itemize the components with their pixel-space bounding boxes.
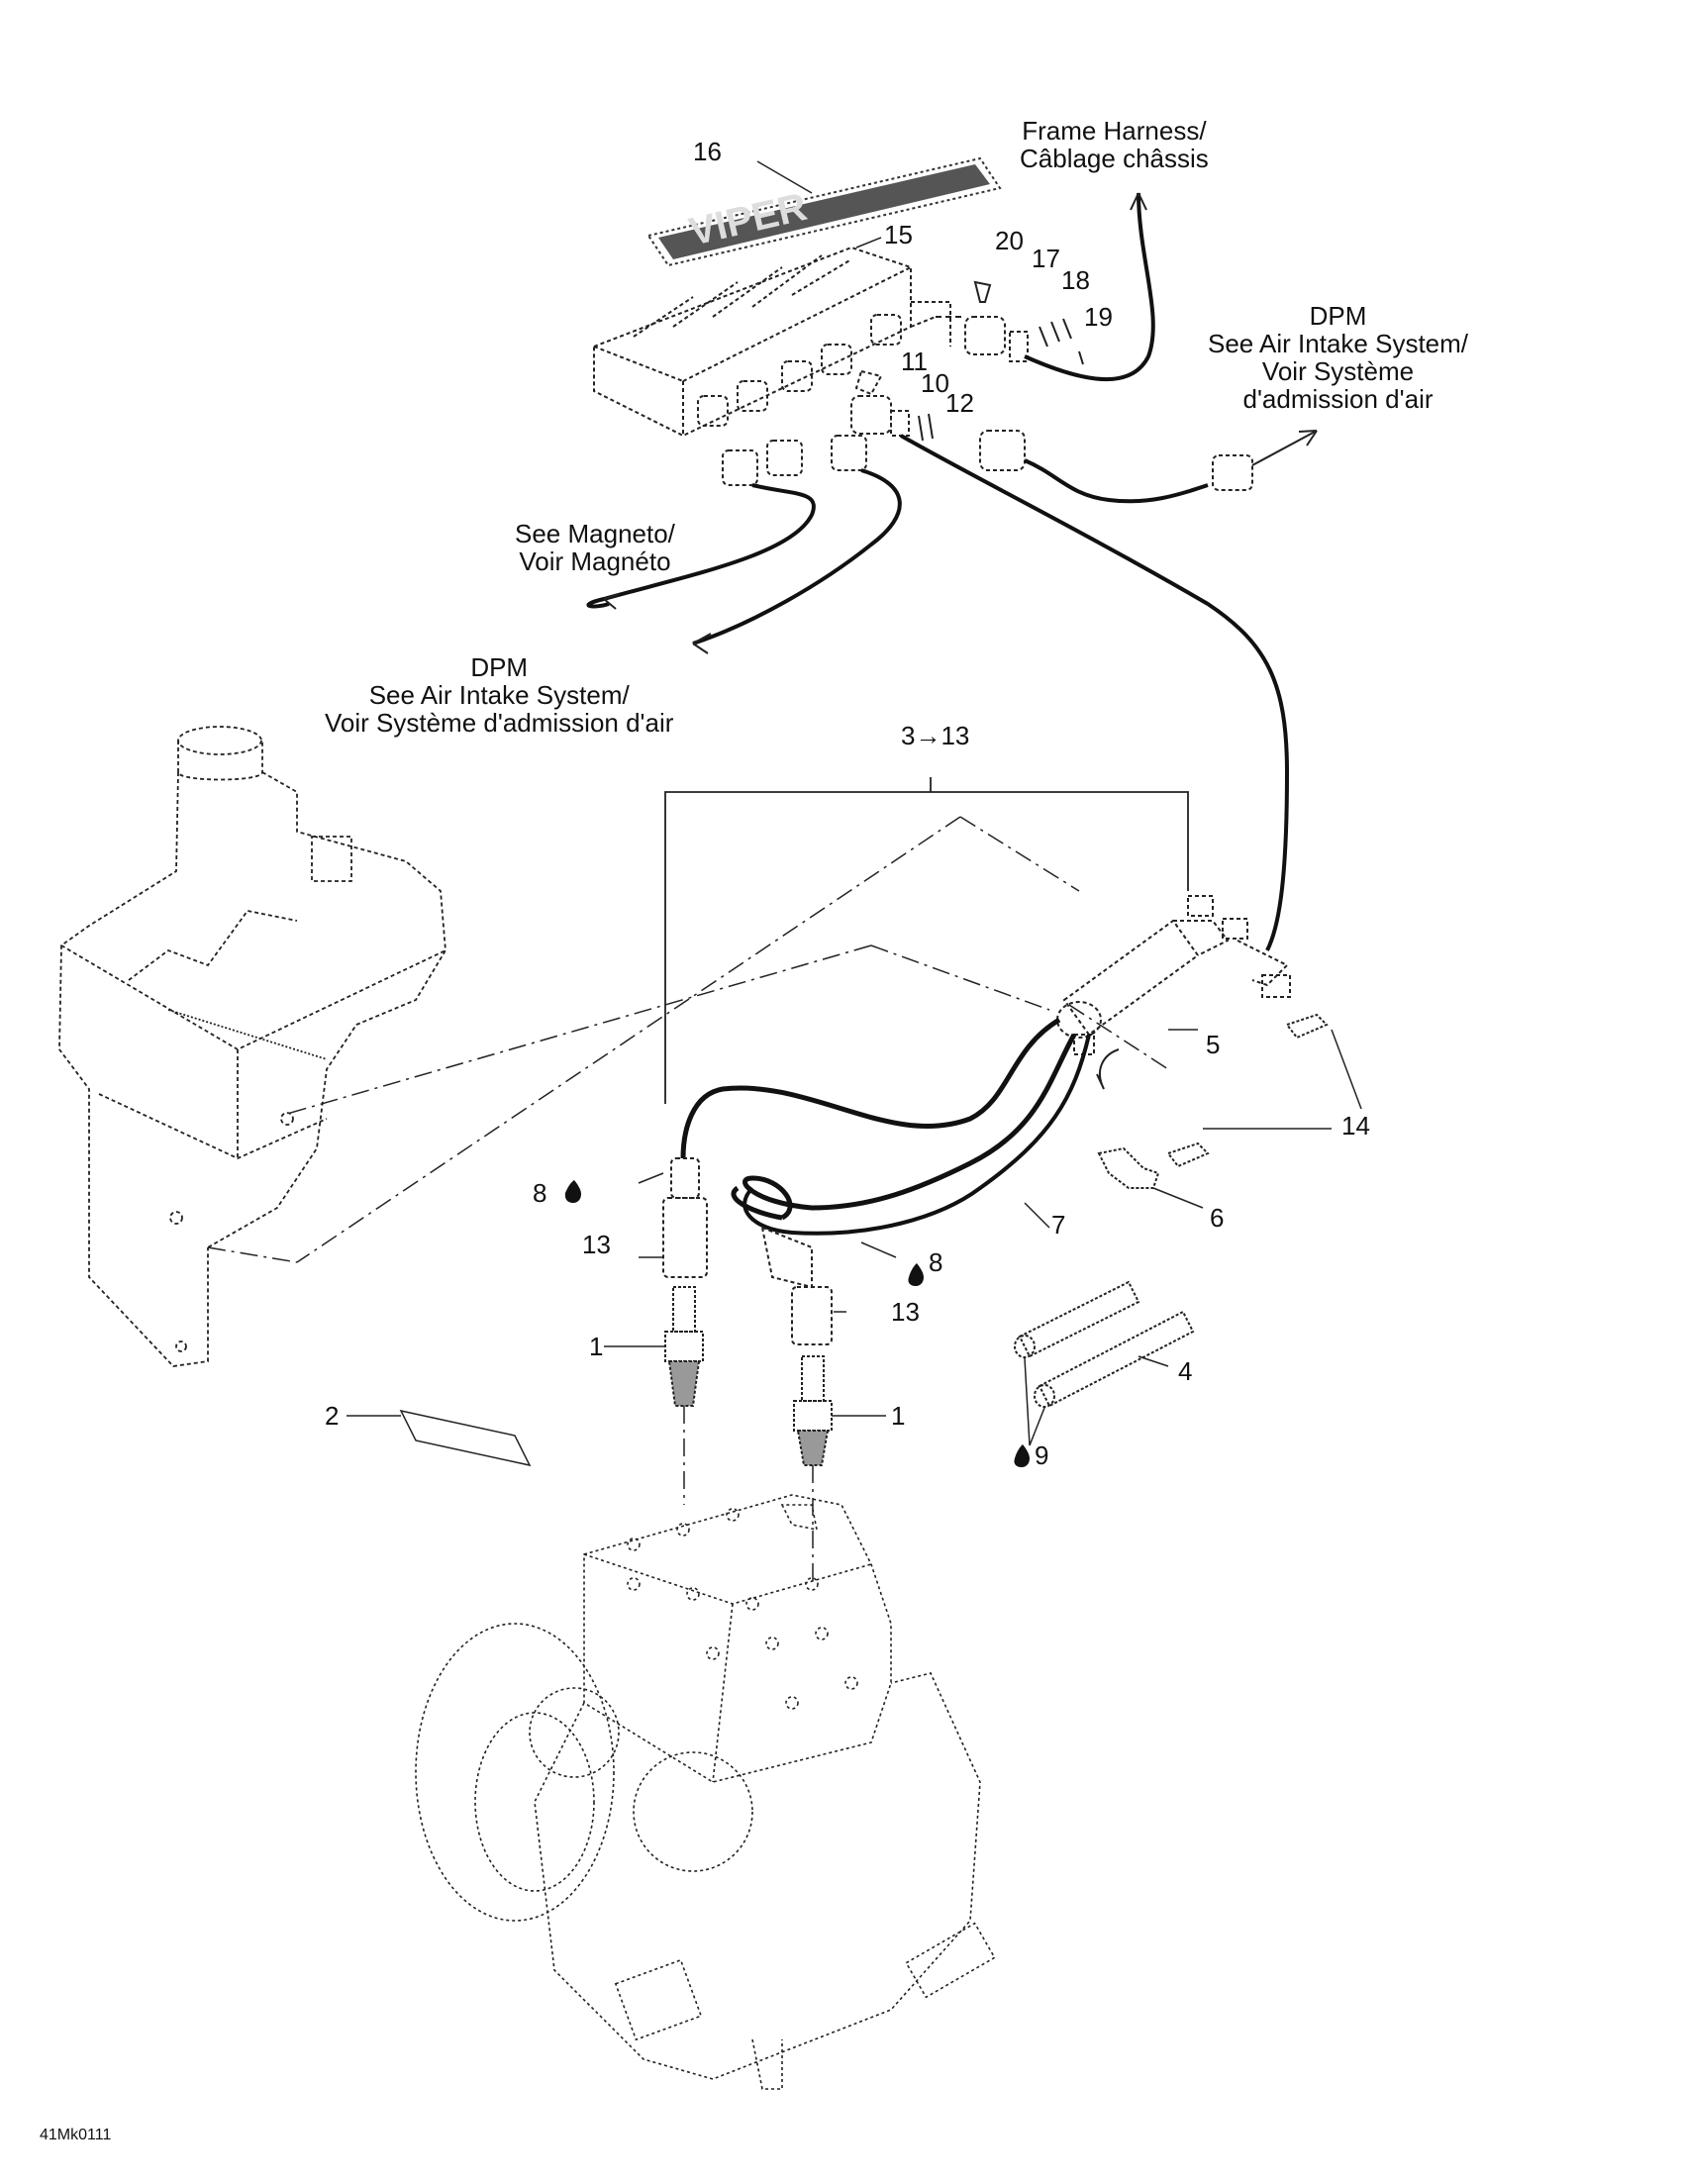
leader-9 xyxy=(1024,1357,1045,1446)
magneto-line1: See Magneto/ xyxy=(515,519,675,548)
spark-plug-right-part-1 xyxy=(793,1355,833,1466)
harness-to-coil xyxy=(900,434,1290,951)
drawing-code: 41Mk0111 xyxy=(40,2127,112,2143)
callout-12: 12 xyxy=(945,388,974,418)
frame-harness-arrow xyxy=(1130,192,1147,211)
connector-harness-left xyxy=(586,435,902,645)
bolt-part-14 xyxy=(1166,1013,1329,1168)
dpm-note-left: DPM See Air Intake System/ Voir Système … xyxy=(325,653,673,737)
dpm-right-line3: Voir Système xyxy=(1261,356,1415,386)
frame-harness-note: Frame Harness/ Câblage châssis xyxy=(1020,117,1209,172)
callout-13-left: 13 xyxy=(582,1230,611,1259)
callout-5: 5 xyxy=(1206,1030,1221,1059)
dpm-connector-right xyxy=(979,430,1318,504)
drop-icon xyxy=(1014,1444,1030,1467)
callout-8-right: 8 xyxy=(929,1247,943,1277)
coil-bracket-arrow xyxy=(1096,1048,1120,1090)
callout-18: 18 xyxy=(1061,265,1090,295)
spark-plug-cap-right-part-13 xyxy=(760,1226,833,1345)
leader-lines xyxy=(346,160,1204,1417)
callout-1-left: 1 xyxy=(589,1332,604,1361)
magneto-line2: Voir Magnéto xyxy=(519,546,671,576)
callout-10: 10 xyxy=(921,368,949,398)
engine-block xyxy=(415,1494,996,2090)
callout-2: 2 xyxy=(325,1401,340,1431)
dpm-note-right: DPM See Air Intake System/ Voir Système … xyxy=(1208,302,1468,413)
dpm-right-line1: DPM xyxy=(1309,301,1367,331)
dpm-left-arrow xyxy=(692,633,712,654)
connector-part-10-11-12 xyxy=(850,369,934,442)
decal-part-16: VIPER xyxy=(646,156,1002,267)
frame-harness-line2: Câblage châssis xyxy=(1020,144,1209,173)
callout-20: 20 xyxy=(995,226,1024,255)
dpm-left-line3: Voir Système d'admission d'air xyxy=(325,708,674,738)
callout-4: 4 xyxy=(1178,1356,1193,1386)
wire-right-loop xyxy=(742,1034,1091,1236)
callout-16: 16 xyxy=(693,137,722,166)
oil-tank xyxy=(58,726,446,1367)
callout-7: 7 xyxy=(1051,1210,1066,1240)
mounting-lines xyxy=(207,816,1169,1263)
bracket-3-13 xyxy=(664,777,1189,1104)
sleeve-part-4 xyxy=(1014,1280,1195,1408)
callout-1-right: 1 xyxy=(891,1401,906,1431)
ignition-coil-part-5 xyxy=(1056,895,1291,1055)
dpm-left-line2: See Air Intake System/ xyxy=(368,680,630,710)
magneto-arrow xyxy=(603,593,620,610)
callout-15: 15 xyxy=(884,220,913,249)
callout-14: 14 xyxy=(1341,1111,1370,1141)
drop-icon xyxy=(908,1263,924,1286)
frame-harness-wire xyxy=(1024,192,1155,381)
magneto-note: See Magneto/ Voir Magnéto xyxy=(515,520,675,575)
connector-part-17 xyxy=(964,280,1084,365)
callout-3-13: 3→13 xyxy=(901,721,970,750)
high-tension-wires-part-7 xyxy=(680,1017,1077,1221)
dpm-right-line2: See Air Intake System/ xyxy=(1208,329,1469,358)
callout-8-left: 8 xyxy=(533,1178,547,1208)
spark-plug-left-part-1 xyxy=(664,1286,704,1407)
label-part-2 xyxy=(399,1409,532,1467)
drop-icon xyxy=(564,1180,581,1203)
leader-14 xyxy=(1203,1029,1362,1130)
clip-part-6 xyxy=(1097,1146,1160,1189)
decal-lettering: VIPER xyxy=(685,185,811,254)
callout-13-right: 13 xyxy=(891,1297,920,1327)
spark-plug-cap-left-part-13 xyxy=(662,1157,708,1278)
dpm-left-line1: DPM xyxy=(470,652,529,682)
callout-11: 11 xyxy=(901,347,928,376)
callout-6: 6 xyxy=(1210,1203,1225,1233)
frame-harness-line1: Frame Harness/ xyxy=(1022,116,1207,146)
electronic-module-part-15 xyxy=(593,246,951,438)
callout-19: 19 xyxy=(1084,302,1113,332)
plug-center-lines xyxy=(683,1406,814,1584)
callout-17: 17 xyxy=(1032,244,1060,273)
dpm-right-line4: d'admission d'air xyxy=(1242,384,1434,414)
callout-9: 9 xyxy=(1035,1440,1049,1470)
